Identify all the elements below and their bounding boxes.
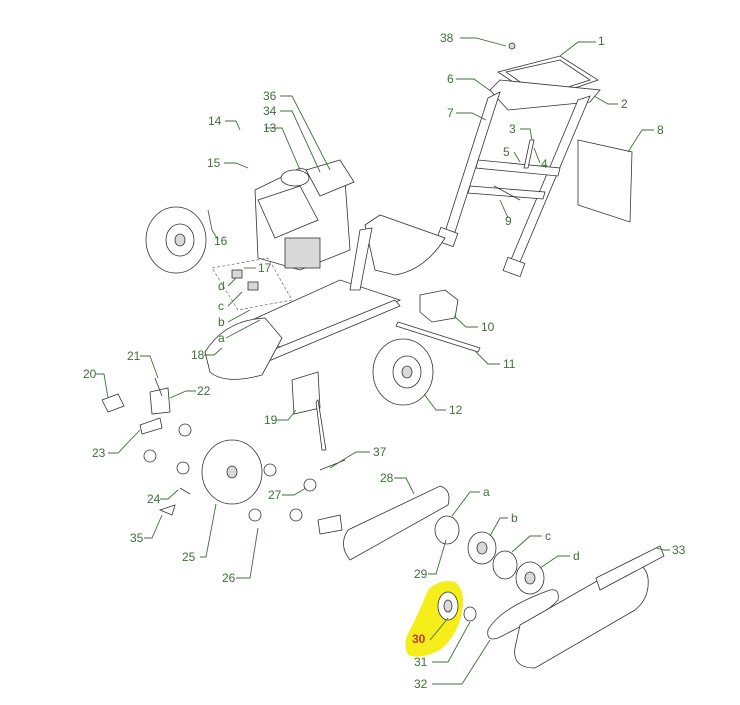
- handle-assembly: [435, 42, 601, 278]
- label-11: 11: [503, 357, 516, 371]
- label-30: 30: [412, 632, 426, 646]
- plate: [577, 139, 633, 223]
- label-a-right: a: [483, 485, 490, 499]
- chain-cover: [514, 545, 665, 669]
- spindle-parts: [101, 377, 192, 516]
- callout-labels: 1 2 3 4 5 6 7 8 9 10 11 12 13 14 15 16 1…: [83, 31, 686, 691]
- left-wheel: [145, 206, 207, 274]
- part-30-sprocket[interactable]: [437, 591, 459, 621]
- label-34: 34: [263, 104, 277, 118]
- label-19: 19: [264, 413, 278, 427]
- main-frame: [204, 214, 446, 380]
- label-15: 15: [207, 156, 221, 170]
- label-10: 10: [481, 320, 495, 334]
- label-3: 3: [509, 122, 516, 136]
- label-21: 21: [127, 349, 141, 363]
- label-a-left: a: [218, 331, 225, 345]
- bushing: [247, 281, 259, 291]
- right-wheel: [372, 338, 434, 406]
- label-29: 29: [414, 567, 428, 581]
- label-27: 27: [268, 488, 282, 502]
- label-22: 22: [197, 384, 211, 398]
- label-7: 7: [447, 106, 454, 120]
- label-9: 9: [505, 214, 512, 228]
- clutch-parts: [248, 459, 346, 535]
- label-12: 12: [449, 403, 463, 417]
- engine: [254, 159, 355, 271]
- battery-box: [419, 289, 459, 323]
- blade: [201, 439, 263, 505]
- label-c-right: c: [545, 529, 551, 543]
- chain: [487, 589, 559, 640]
- label-4: 4: [541, 157, 548, 171]
- label-33: 33: [672, 543, 686, 557]
- label-24: 24: [147, 492, 161, 506]
- label-32: 32: [414, 677, 428, 691]
- bushing: [231, 269, 243, 279]
- label-b-left: b: [218, 315, 225, 329]
- leader-lines: [96, 37, 670, 685]
- label-1: 1: [598, 34, 605, 48]
- label-b-right: b: [511, 511, 518, 525]
- spring: [523, 139, 535, 169]
- sprocket-set: [434, 515, 545, 595]
- label-18: 18: [191, 348, 205, 362]
- label-17: 17: [258, 261, 272, 275]
- pin: [493, 185, 521, 201]
- label-8: 8: [657, 123, 664, 137]
- bracket: [291, 371, 321, 415]
- label-26: 26: [222, 571, 236, 585]
- label-13: 13: [263, 121, 277, 135]
- label-31: 31: [414, 655, 428, 669]
- plate-outline: [211, 257, 293, 311]
- label-36: 36: [263, 89, 277, 103]
- label-6: 6: [447, 72, 454, 86]
- label-d-right: d: [573, 549, 580, 563]
- axle: [395, 321, 481, 353]
- label-c-left: c: [218, 299, 224, 313]
- label-2: 2: [621, 97, 628, 111]
- washer: [463, 606, 477, 622]
- label-38: 38: [440, 31, 454, 45]
- label-37: 37: [373, 445, 387, 459]
- label-35: 35: [130, 531, 144, 545]
- label-5: 5: [503, 145, 510, 159]
- label-16: 16: [214, 234, 228, 248]
- label-14: 14: [208, 114, 222, 128]
- label-23: 23: [92, 446, 106, 460]
- rod: [315, 399, 327, 451]
- chain-case-inner: [343, 485, 450, 561]
- label-25: 25: [182, 550, 196, 564]
- label-28: 28: [380, 471, 394, 485]
- label-20: 20: [83, 367, 97, 381]
- label-d-left: d: [218, 279, 225, 293]
